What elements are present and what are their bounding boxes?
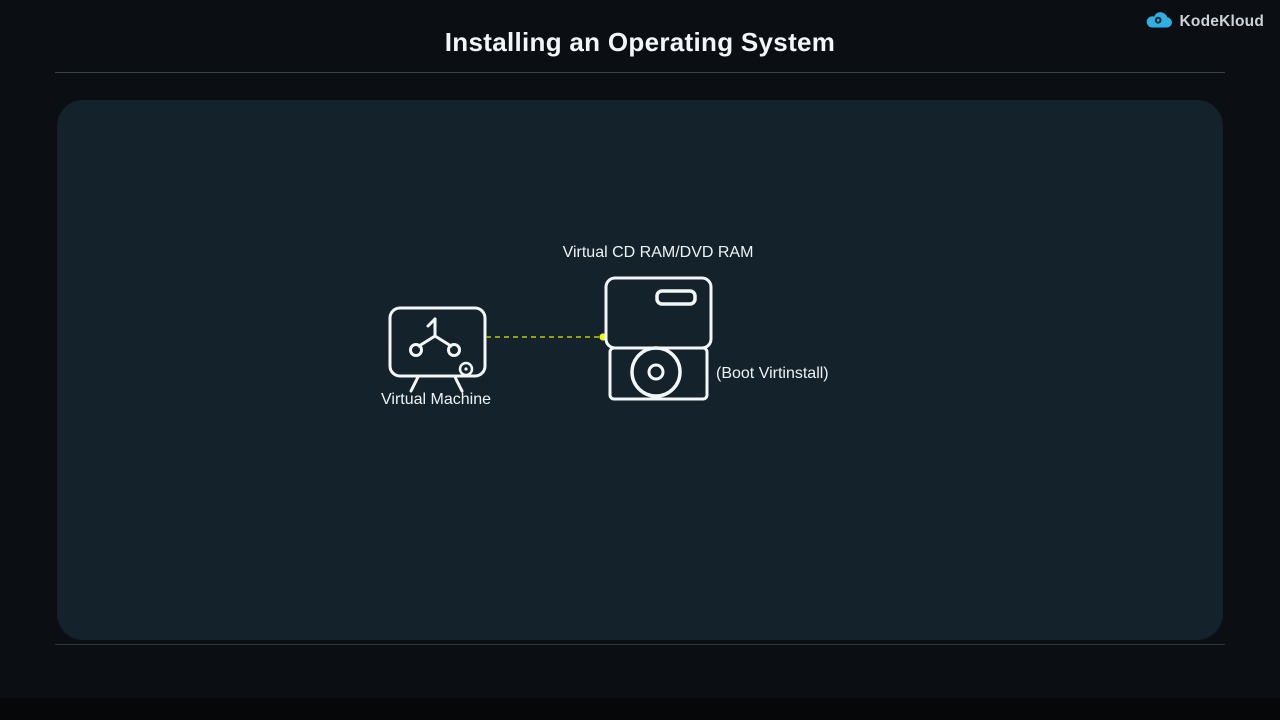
- dvd-drive-icon: [604, 276, 714, 407]
- header-divider: [55, 72, 1225, 73]
- kodekloud-logo: KodeKloud: [1145, 9, 1264, 34]
- letterbox-bottom: [0, 698, 1280, 720]
- kodekloud-cloud-icon: [1145, 9, 1173, 34]
- virtual-machine-monitor-icon: [388, 306, 488, 399]
- drive-label: Virtual CD RAM/DVD RAM: [562, 244, 754, 261]
- virtual-machine-label: Virtual Machine: [381, 391, 491, 408]
- brand-name: KodeKloud: [1179, 12, 1264, 30]
- connector-line: [486, 329, 610, 347]
- content-panel: [57, 100, 1223, 640]
- page-title: Installing an Operating System: [444, 27, 836, 57]
- boot-label: (Boot Virtinstall): [716, 365, 829, 382]
- footer-divider: [55, 644, 1225, 645]
